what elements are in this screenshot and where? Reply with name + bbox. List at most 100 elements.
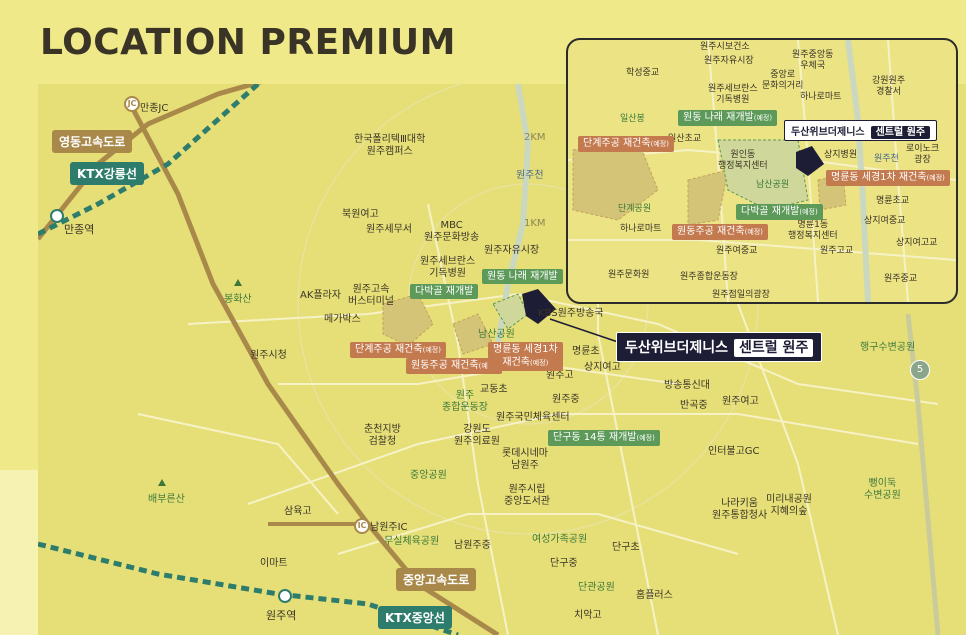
baebureunsan-label: 배부른산 — [148, 494, 185, 505]
library-label: 원주시립 중앙도서관 — [504, 484, 550, 507]
inset-dakbakgol-tag[interactable]: 다박골 재개발(예정) — [736, 204, 823, 220]
myeongnyun-tag[interactable]: 명륜동 세경1차 재건축(예정) — [488, 342, 563, 371]
inset-dangye-park: 단계공원 — [618, 204, 652, 214]
sangji-girls-label: 상지여고 — [584, 362, 621, 373]
yeongdong-expressway-label: 영동고속도로 — [52, 130, 133, 153]
map-roads-svg — [38, 84, 941, 635]
inset-health-center: 원주시보건소 — [700, 42, 750, 52]
jungang-park-label: 중앙공원 — [410, 470, 447, 481]
homeplus-label: 홈플러스 — [636, 590, 673, 601]
innovation-ic-label: 인터불고GC — [708, 446, 760, 457]
dangu-elem-label: 단구초 — [612, 542, 640, 553]
inset-hakseong-middle: 학성중교 — [626, 68, 660, 78]
main-map[interactable]: 영동고속도로 KTX강릉선 중앙고속도로 KTX중앙선 JC 만종JC IC 남… — [38, 84, 966, 635]
bangok-middle-label: 반곡중 — [680, 400, 708, 411]
gyodong-elem-label: 교동초 — [480, 384, 508, 395]
wonju-tax-label: 원주세무서 — [366, 224, 412, 235]
dangu-14-tag[interactable]: 단구동 14통 재개발(예정) — [548, 430, 660, 446]
route5-road — [905, 313, 941, 635]
severance-label: 원주세브란스 기독병원 — [420, 256, 476, 279]
mountain-icon — [234, 279, 242, 286]
emart-label: 이마트 — [260, 558, 288, 569]
inset-wonju-jeomsu: 원주점일의광장 — [712, 290, 770, 300]
myeongryun-elem-label: 명륜초 — [572, 346, 600, 357]
ktx-gangneung-label: KTX강릉선 — [70, 162, 144, 185]
inset-roads-svg — [568, 40, 956, 302]
namsan-park-label: 남산공원 — [478, 329, 515, 340]
inset-rotary: 로이노크 광장 — [906, 144, 940, 165]
inset-zone-wondong-jugong — [687, 169, 729, 226]
dist-2km-label: 2KM — [524, 132, 546, 143]
chiak-high-label: 치악고 — [574, 610, 602, 621]
inset-site-marker — [796, 146, 824, 176]
route5-icon: 5 — [910, 360, 930, 380]
kbs-label: KBS원주방송국 — [538, 308, 604, 319]
inset-zone-dangye — [572, 139, 659, 221]
ak-plaza-label: AK플라자 — [300, 290, 341, 301]
wonju-middle-label: 원주중 — [552, 394, 580, 405]
ppeongddu-park-label: 뻥이둑 수변공원 — [864, 478, 901, 501]
inset-sports-stadium: 원주종합운동장 — [680, 272, 738, 282]
page-title: LOCATION PREMIUM — [40, 22, 456, 63]
dist-1km-label: 1KM — [524, 218, 546, 229]
inset-map[interactable]: 원주시보건소 원주자유시장 원주중앙동 우체국 학성중교 원주세브란스 기독병원… — [566, 38, 958, 304]
zone-wondong-narae — [492, 293, 529, 330]
inset-wonju-middle: 원주중교 — [884, 274, 918, 284]
wonju-high-label: 원주고 — [546, 370, 574, 381]
inset-wonju-high: 원주고교 — [820, 246, 854, 256]
jc-icon: JC — [124, 96, 140, 112]
inset-culture-center: 원주문화원 — [608, 270, 650, 280]
dakbakgol-tag[interactable]: 다박골 재개발 — [410, 284, 479, 299]
inset-jungang-walk: 중앙로 문화의거리 — [762, 70, 804, 91]
bangsong-univ-label: 방송통신대 — [664, 380, 710, 391]
inset-severance: 원주세브란스 기독병원 — [708, 84, 758, 105]
inset-central-police: 원주중앙동 우체국 — [792, 50, 834, 71]
inset-sangji-hosp: 상지병원 — [824, 150, 858, 160]
inset-myeongryun-elem: 명륜초교 — [876, 196, 910, 206]
dangye-tag[interactable]: 단계주공 재건축(예정) — [350, 342, 446, 358]
inset-ilsanbong: 일산봉 — [620, 114, 645, 124]
inset-wondong-jugong-tag[interactable]: 원동주공 재건축(예정) — [672, 224, 768, 240]
lotte-cinema-label: 롯데시네마 남원주 — [502, 448, 548, 471]
bus-terminal-label: 원주고속 버스터미널 — [348, 284, 394, 307]
inset-sangji-girls-middle: 상지여중교 — [864, 216, 906, 226]
mbc-label: MBC 원주문화방송 — [424, 220, 480, 243]
inset-gangwon-police: 강원원주 경찰서 — [872, 76, 906, 97]
inset-city-market: 원주자유시장 — [704, 56, 754, 66]
bonghwasan-label: 봉화산 — [224, 294, 252, 305]
bukwon-girls-label: 북원여고 — [342, 209, 379, 220]
wonju-station-icon — [278, 589, 292, 603]
inset-dangye-tag[interactable]: 단계주공 재건축(예정) — [578, 136, 674, 152]
inset-hanaromart2: 하나로마트 — [620, 224, 662, 234]
mountain-icon — [158, 479, 166, 486]
sports-complex-label: 원주 종합운동장 — [442, 390, 488, 413]
inset-wonjucheon: 원주천 — [874, 154, 899, 164]
inset-wonju-girls-middle: 원주여중교 — [716, 246, 758, 256]
mirinae-park-label: 미리내공원 지혜의숲 — [766, 494, 812, 517]
wondong-narae-tag[interactable]: 원동 나래 재개발 — [482, 269, 563, 284]
court-label: 춘천지방 검찰청 — [364, 424, 401, 447]
inset-ilsan-elem: 일산초교 — [668, 134, 702, 144]
inset-river — [845, 40, 871, 302]
haenggu-park-label: 행구수변공원 — [860, 342, 916, 353]
wonju-station-label: 원주역 — [266, 609, 297, 622]
inset-wondong-narae-tag[interactable]: 원동 나래 재개발(예정) — [678, 110, 778, 126]
manjong-station-label: 만종역 — [64, 223, 95, 236]
dangu-middle-label: 단구중 — [550, 558, 578, 569]
yeoseong-park-label: 여성가족공원 — [532, 534, 588, 545]
jungang-expressway-label: 중앙고속도로 — [396, 568, 477, 591]
samyuk-high-label: 삼육고 — [284, 506, 312, 517]
freedom-market-label: 원주자유시장 — [484, 245, 540, 256]
inset-myeongnyun-tag[interactable]: 명륜동 세경1차 재건축(예정) — [826, 170, 950, 186]
wondong-jugong-tag[interactable]: 원동주공 재건축(예정) — [406, 358, 502, 374]
wonjucheon-label: 원주천 — [516, 170, 544, 181]
yeongdong-expressway — [38, 84, 263, 241]
site-pointer — [549, 318, 619, 343]
gym-center-label: 원주국민체육센터 — [496, 412, 570, 423]
narakium-label: 나라키움 원주통합청사 — [712, 498, 768, 521]
ring-2km — [297, 84, 759, 535]
megabox-label: 메가박스 — [324, 314, 361, 325]
